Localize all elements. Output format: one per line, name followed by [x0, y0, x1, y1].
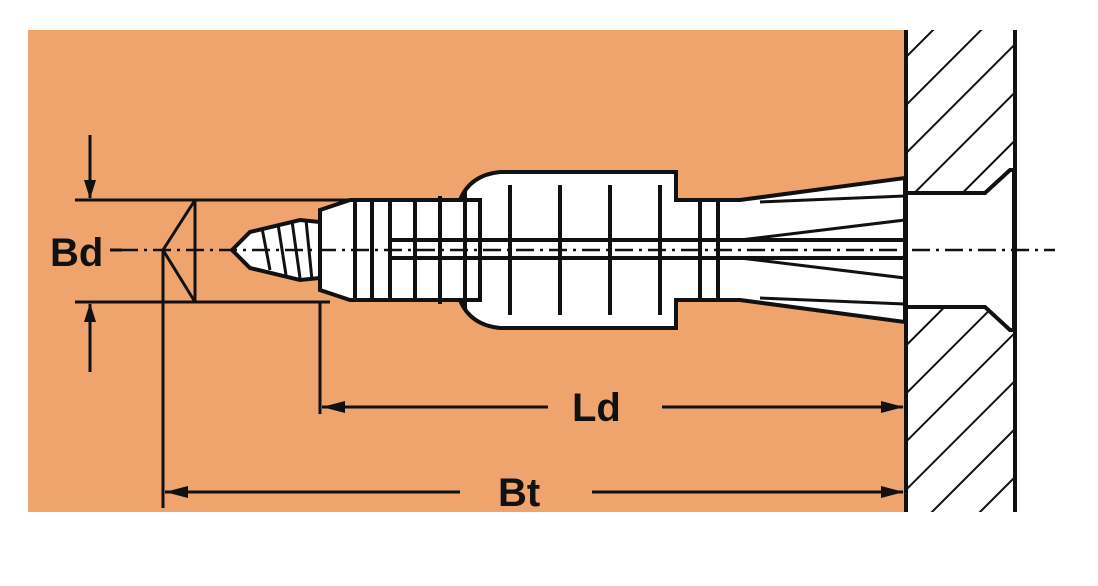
bt-dimension [165, 486, 904, 498]
bt-label: Bt [498, 471, 540, 515]
bd-label: Bd [50, 231, 103, 275]
drill-hole-outline [75, 198, 350, 508]
wall-section [904, 30, 1017, 512]
ld-label: Ld [572, 386, 621, 430]
bd-dimension [84, 135, 122, 372]
ld-dimension [322, 401, 904, 413]
